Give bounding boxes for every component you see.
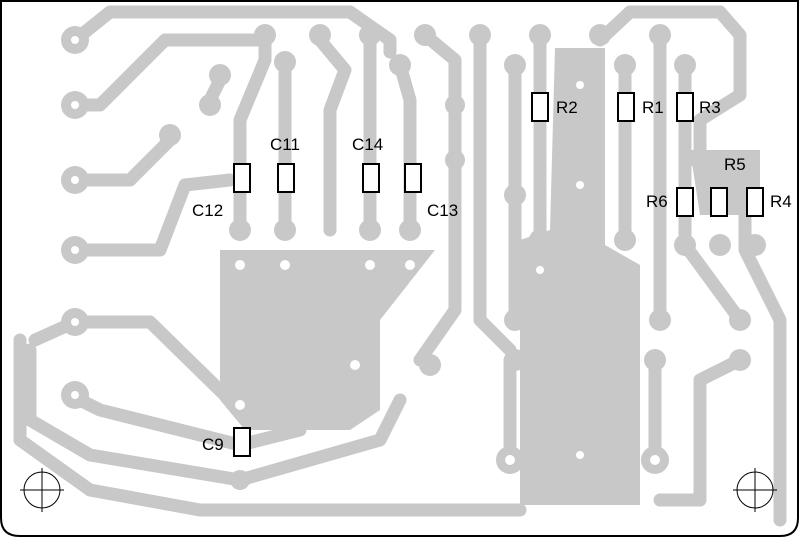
mounting-hole-left-icon xyxy=(20,468,64,512)
r6-body xyxy=(676,187,694,217)
label-r2: R2 xyxy=(556,98,578,117)
copper-pours xyxy=(220,48,760,505)
r4-body xyxy=(746,187,764,217)
c13-body xyxy=(404,163,422,193)
c11-body xyxy=(277,163,295,193)
r1-body xyxy=(617,92,635,122)
drill-holes xyxy=(71,36,660,465)
component-bodies xyxy=(233,92,764,457)
c9-body xyxy=(233,427,251,457)
label-c9: C9 xyxy=(202,435,224,454)
label-r1: R1 xyxy=(642,98,664,117)
label-r3: R3 xyxy=(699,98,721,117)
label-c14: C14 xyxy=(352,135,383,154)
label-c13: C13 xyxy=(427,201,458,220)
mounting-hole-right-icon xyxy=(733,468,777,512)
r5-body xyxy=(710,187,728,217)
label-r4: R4 xyxy=(770,192,792,211)
r3-body xyxy=(676,92,694,122)
label-c12: C12 xyxy=(192,201,223,220)
c12-body xyxy=(233,163,251,193)
c14-body xyxy=(362,163,380,193)
label-r6: R6 xyxy=(646,192,668,211)
label-c11: C11 xyxy=(270,135,300,154)
label-r5: R5 xyxy=(724,155,746,174)
r2-body xyxy=(531,92,549,122)
